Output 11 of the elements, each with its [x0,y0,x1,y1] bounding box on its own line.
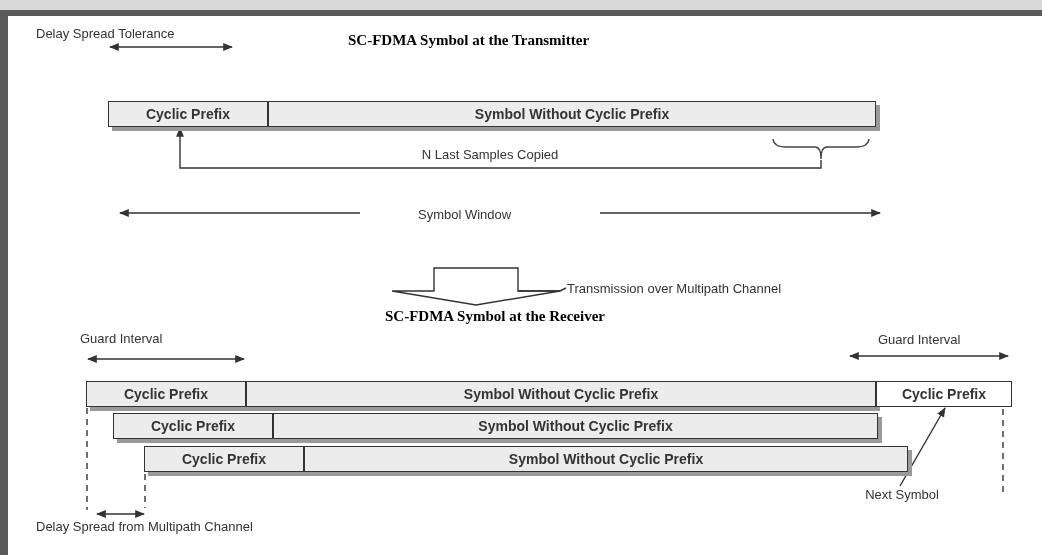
text-label: Delay Spread Tolerance [36,25,175,43]
text-label: Transmission over Multipath Channel [567,280,782,298]
text-label: Symbol Window [418,206,512,224]
text-label: Guard Interval [80,330,163,348]
cyclic-prefix-box: Cyclic Prefix [876,381,1012,407]
arrow [899,407,946,487]
text-label: Delay Spread from Multipath Channel [36,518,253,536]
text-label: Next Symbol [852,486,952,504]
heading: SC-FDMA Symbol at the Transmitter [348,31,590,50]
text-label: Guard Interval [878,331,961,349]
heading: SC-FDMA Symbol at the Receiver [385,307,605,326]
